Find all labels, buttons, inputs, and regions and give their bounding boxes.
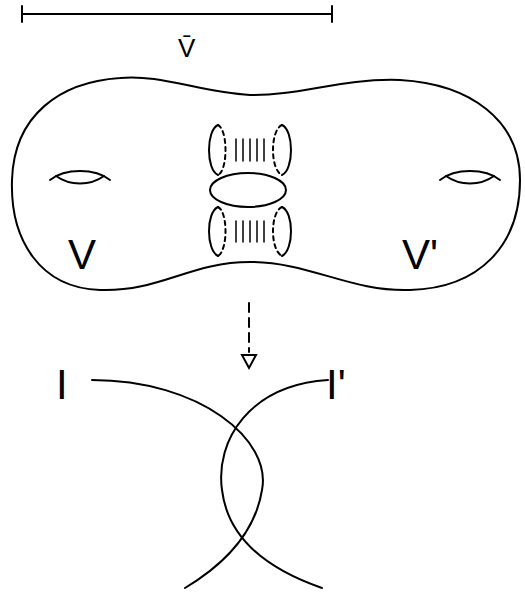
scale-bar: [22, 13, 332, 15]
neck-circle: [282, 207, 291, 256]
part-label: I: [56, 364, 68, 406]
scale-bar-end: [21, 6, 23, 22]
hole: [56, 176, 104, 184]
scale-bar-end: [331, 6, 333, 22]
arrowhead: [242, 355, 256, 368]
central-hole: [210, 173, 286, 207]
arc: [92, 380, 263, 588]
neck-circle: [209, 125, 218, 175]
neck-circle: [218, 207, 226, 256]
hatch-stroke: [249, 221, 251, 242]
neck-circle: [273, 207, 282, 256]
neck-circle: [273, 125, 282, 175]
projection-arrow: [248, 303, 250, 352]
neck-circle: [209, 207, 218, 256]
hatch-stroke: [249, 139, 251, 161]
neck-circle: [218, 125, 226, 175]
arc: [221, 380, 328, 588]
part-label: V: [68, 234, 96, 276]
hatch-stroke: [242, 139, 244, 161]
hatch-stroke: [235, 139, 237, 161]
hatch-stroke: [256, 139, 258, 161]
surface-outline: [12, 77, 520, 290]
part-label: V̄: [178, 35, 195, 61]
hatch-stroke: [235, 221, 237, 242]
part-label: V': [402, 234, 438, 276]
neck-circle: [282, 125, 291, 175]
hole: [446, 176, 494, 184]
part-label: I': [326, 364, 346, 406]
hatching: [236, 139, 264, 242]
hatch-stroke: [263, 139, 265, 161]
hatch-stroke: [256, 221, 258, 242]
hatch-stroke: [263, 221, 265, 242]
hatch-stroke: [242, 221, 244, 242]
